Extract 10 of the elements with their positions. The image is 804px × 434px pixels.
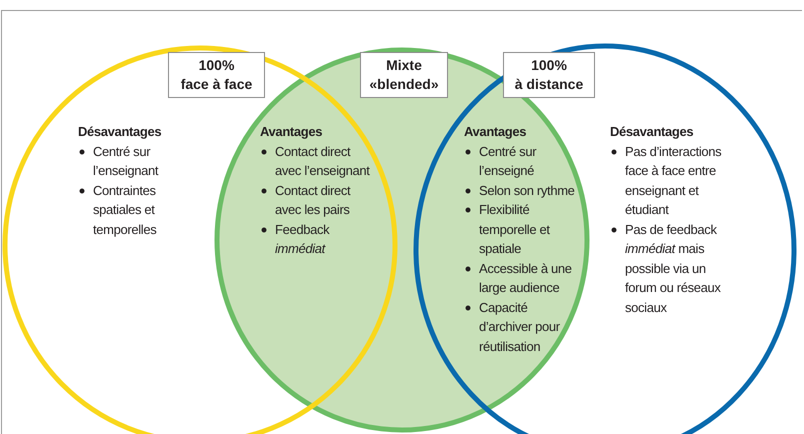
- section-heading: Avantages: [464, 123, 528, 141]
- label-box: [503, 52, 595, 98]
- section-heading: Avantages: [260, 123, 324, 141]
- label-box: [360, 52, 448, 98]
- label-box: [168, 52, 265, 98]
- box-title: 100% à distance: [514, 56, 584, 94]
- section-heading: Désavantages: [78, 123, 162, 141]
- section-heading: Désavantages: [610, 123, 694, 141]
- box-title: 100% face à face: [180, 56, 254, 94]
- box-title: Mixte «blended»: [368, 56, 440, 94]
